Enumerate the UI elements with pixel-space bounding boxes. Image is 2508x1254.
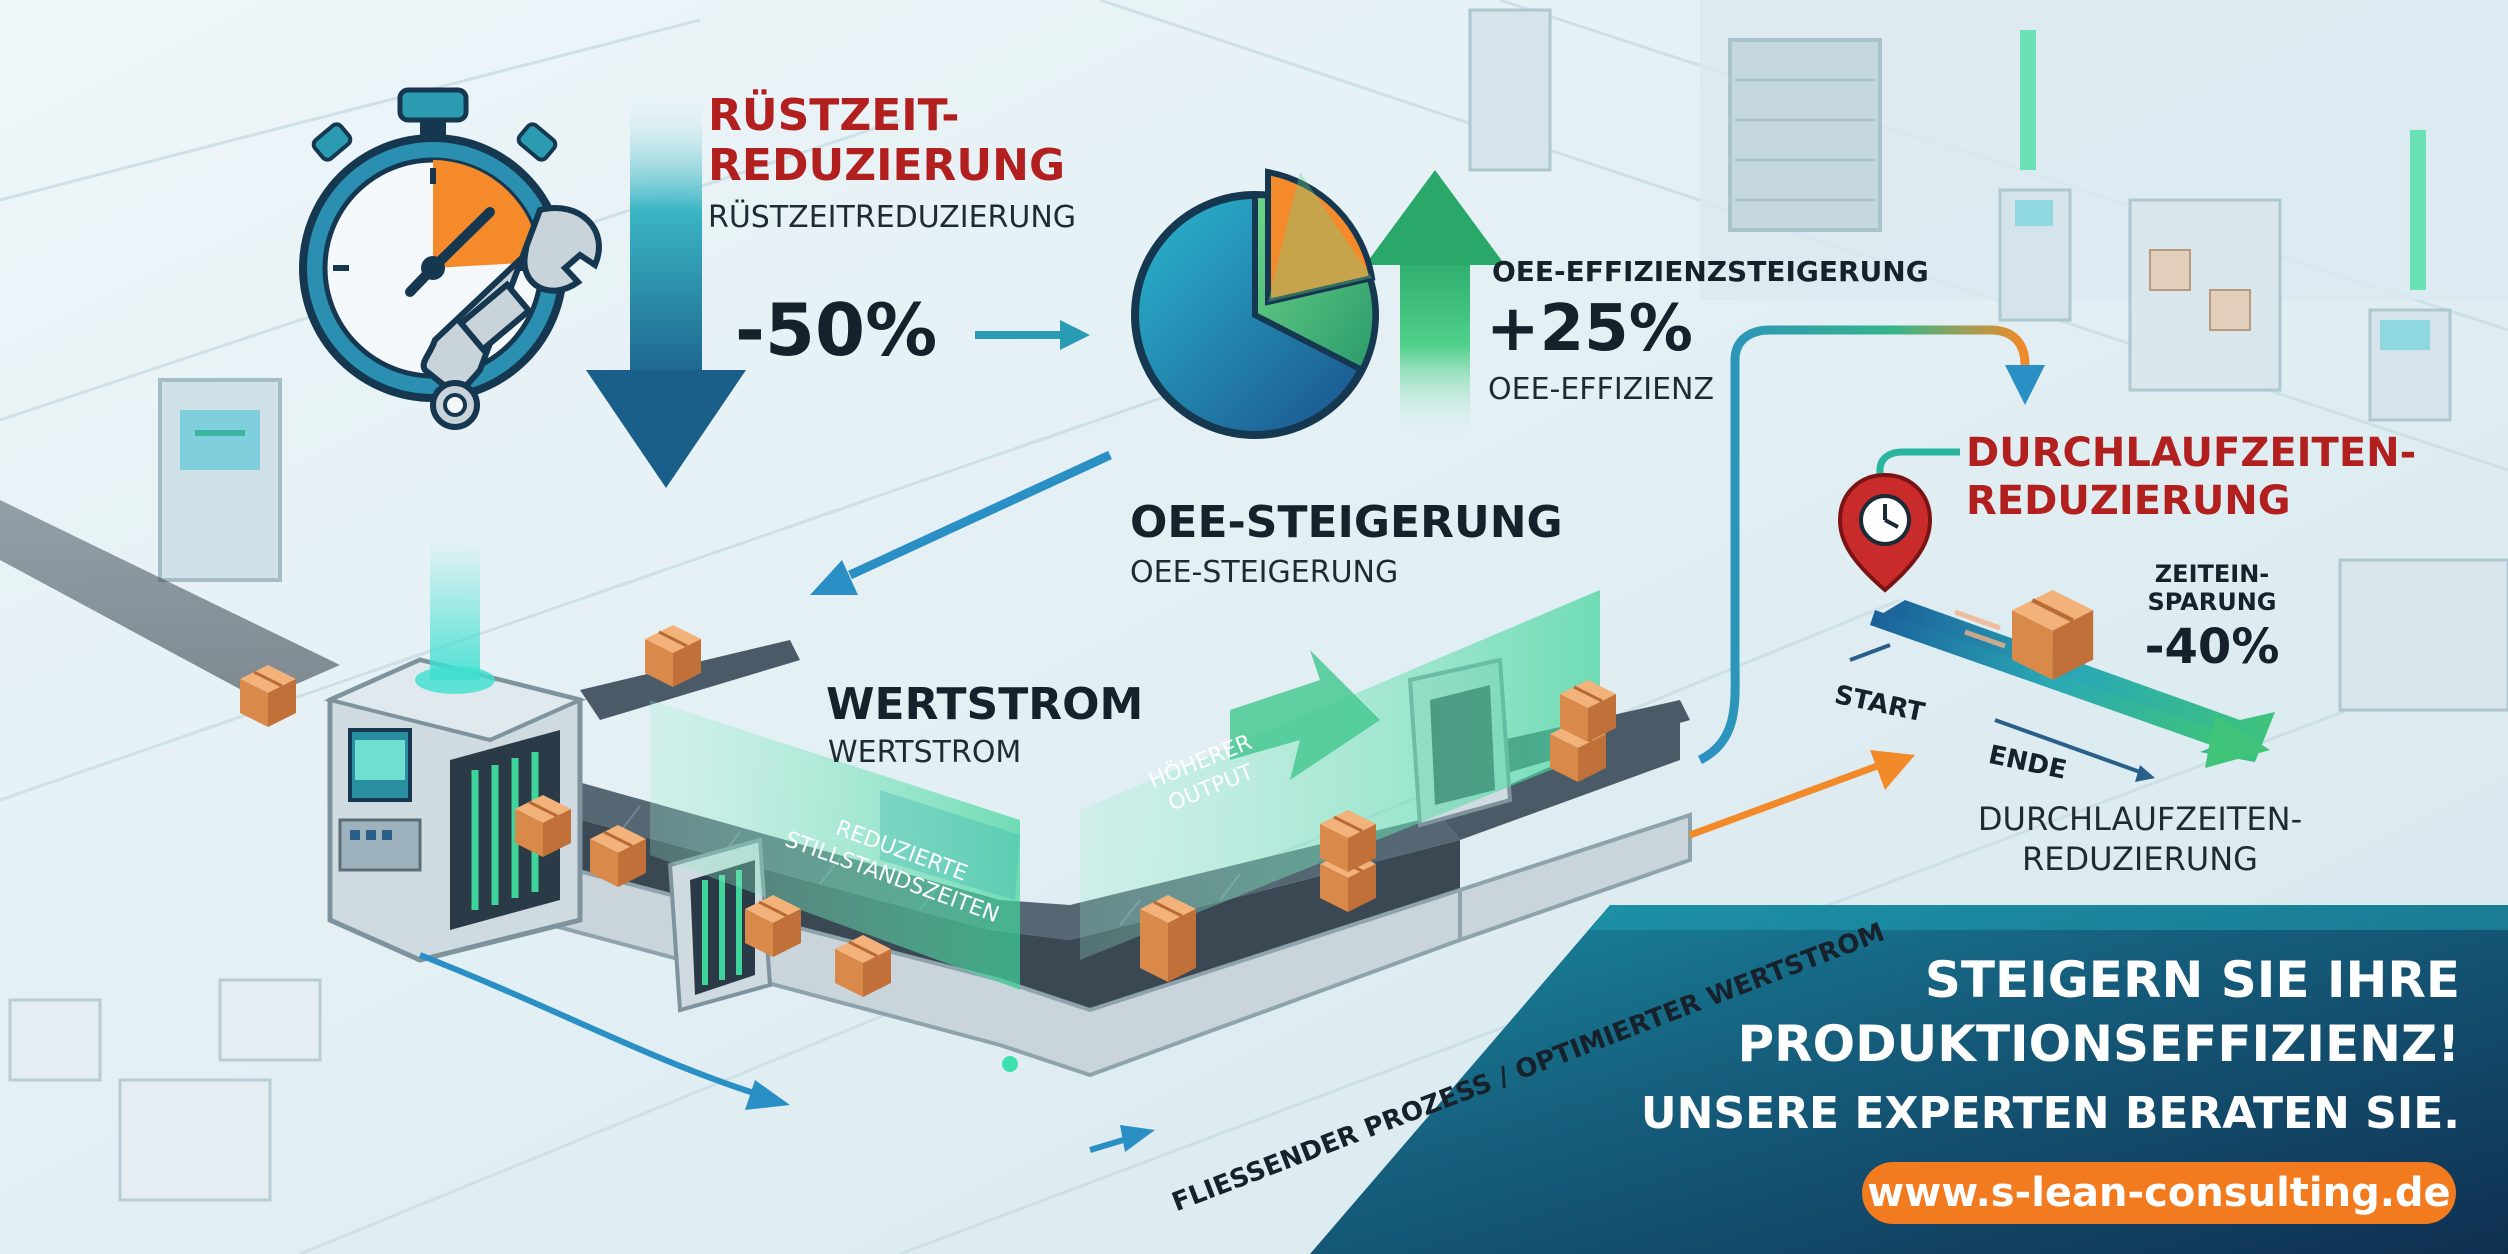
website-link[interactable]: www.s-lean-consulting.de — [1862, 1162, 2456, 1224]
down-arrow-icon — [586, 90, 746, 488]
oee-efficiency-label: OEE-EFFIZIENZ — [1488, 372, 1715, 407]
savings-line-2: SPARUNG — [2147, 588, 2277, 616]
oee-value: +25% — [1486, 292, 1693, 366]
cta-banner: STEIGERN SIE IHRE PRODUKTIONSEFFIZIENZ! … — [1410, 905, 2508, 1254]
savings-value: -40% — [2144, 619, 2280, 675]
savings-line-1: ZEITEIN- — [2154, 560, 2270, 588]
up-arrow-icon — [1365, 170, 1505, 440]
pie-chart-icon — [1131, 168, 1379, 439]
wrench-icon — [420, 205, 602, 430]
cta-line-2: PRODUKTIONSEFFIZIENZ! — [1737, 1015, 2460, 1073]
oee-subtitle: OEE-STEIGERUNG — [1130, 555, 1399, 590]
lead-time-subtitle-1: DURCHLAUFZEITEN- — [1977, 800, 2303, 838]
setup-reduction-title-2: REDUZIERUNG — [708, 140, 1066, 191]
machine-1 — [323, 540, 587, 963]
cta-line-1: STEIGERN SIE IHRE — [1924, 951, 2460, 1009]
setup-reduction-title-1: RÜSTZEIT- — [708, 90, 960, 141]
oee-efficiency-heading: OEE-EFFIZIENZSTEIGERUNG — [1492, 255, 1929, 288]
setup-reduction-value: -50% — [735, 288, 938, 372]
lead-time-arrow — [1870, 600, 2275, 768]
value-stream-title: WERTSTROM — [826, 679, 1144, 730]
clock-icon — [1859, 494, 1911, 546]
cta-line-3: UNSERE EXPERTEN BERATEN SIE. — [1640, 1088, 2460, 1139]
website-url[interactable]: www.s-lean-consulting.de — [1867, 1170, 2451, 1216]
value-stream-subtitle: WERTSTROM — [828, 735, 1022, 770]
oee-title: OEE-STEIGERUNG — [1130, 497, 1563, 548]
lead-time-subtitle-2: REDUZIERUNG — [2022, 840, 2258, 878]
lead-time-title-2: REDUZIERUNG — [1966, 478, 2291, 524]
setup-reduction-subtitle: RÜSTZEITREDUZIERUNG — [708, 200, 1077, 235]
lead-time-title-1: DURCHLAUFZEITEN- — [1966, 430, 2417, 476]
